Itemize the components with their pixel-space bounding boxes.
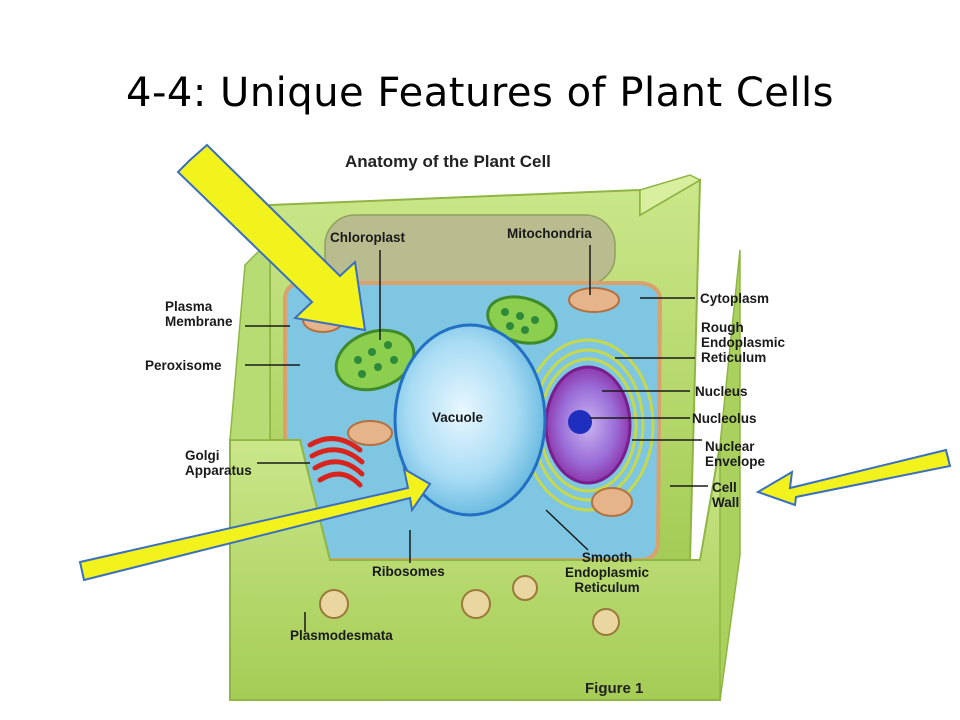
figure-label: Figure 1 [585,680,644,697]
golgi-apparatus [307,436,365,488]
label-cell-wall: Cell Wall [712,480,740,510]
label-rough-er: Rough Endoplasmic Reticulum [701,320,786,365]
label-plasma-membrane: Plasma Membrane [165,299,233,329]
label-chloroplast: Chloroplast [330,230,406,245]
label-golgi-apparatus: Golgi Apparatus [185,448,252,478]
diagram-title: Anatomy of the Plant Cell [345,152,551,171]
chloroplast [334,328,416,392]
plasmodesmata [319,575,620,636]
highlight-arrow-vacuole [78,467,432,582]
label-leader-lines [245,245,708,632]
label-peroxisome: Peroxisome [145,358,222,373]
label-smooth-er: Smooth Endoplasmic Reticulum [565,550,650,595]
cell-wall-front [229,238,742,701]
label-nucleus: Nucleus [695,384,748,399]
slide-title: 4-4: Unique Features of Plant Cells [126,70,834,116]
highlight-arrow-cell-wall [755,448,952,507]
label-cytoplasm: Cytoplasm [700,291,770,306]
highlight-arrow-chloroplast [176,143,367,332]
label-mitochondria: Mitochondria [507,226,592,241]
label-nuclear-envelope: Nuclear Envelope [705,439,766,469]
label-nucleolus: Nucleolus [692,411,757,426]
label-ribosomes: Ribosomes [372,564,445,579]
label-vacuole: Vacuole [432,410,484,425]
label-plasmodesmata: Plasmodesmata [290,628,393,643]
nucleolus [568,410,592,434]
vacuole [393,323,547,517]
chloroplast [486,295,558,345]
